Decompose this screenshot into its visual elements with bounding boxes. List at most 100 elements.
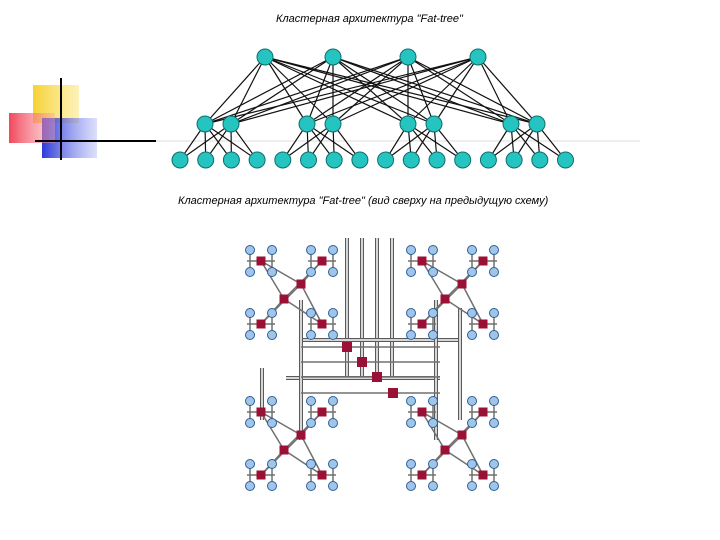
top-view-wire (260, 434, 302, 476)
top-view-host-node (489, 330, 499, 340)
top-view-edge-switch (478, 319, 488, 329)
fat-tree-title: Кластерная архитектура "Fat-tree" (276, 13, 463, 25)
tree-leaf-node (377, 151, 395, 169)
top-view-agg-switch (457, 279, 467, 289)
top-view-host-node (467, 308, 477, 318)
top-view-host-node (467, 267, 477, 277)
top-view-host-node (467, 481, 477, 491)
top-view-host-node (467, 459, 477, 469)
top-view-host-node (489, 418, 499, 428)
tree-leaf-node (248, 151, 266, 169)
top-view-host-node (428, 396, 438, 406)
fat-tree-top-view-title: Кластерная архитектура "Fat-tree" (вид с… (178, 195, 549, 207)
top-view-host-node (428, 308, 438, 318)
top-view-edge-switch (317, 256, 327, 266)
top-view-wire (283, 298, 323, 325)
tree-leaf-node (531, 151, 549, 169)
tree-link (204, 56, 266, 125)
top-view-edge-switch (317, 470, 327, 480)
tree-leaf-node (274, 151, 292, 169)
tree-mid-switch (528, 115, 546, 133)
top-view-wire (421, 411, 446, 451)
top-view-host-node (406, 330, 416, 340)
tree-mid-switch (222, 115, 240, 133)
tree-mid-switch (298, 115, 316, 133)
top-view-host-node (267, 396, 277, 406)
top-view-edge-switch (417, 470, 427, 480)
tree-link (332, 56, 435, 125)
top-view-edge-switch (417, 256, 427, 266)
top-view-host-node (328, 330, 338, 340)
top-view-host-node (406, 245, 416, 255)
tree-link (204, 56, 479, 125)
tree-link (230, 56, 479, 125)
top-view-host-node (428, 481, 438, 491)
top-view-core-switch (357, 357, 367, 367)
top-view-core-switch (388, 388, 398, 398)
top-view-host-node (467, 245, 477, 255)
top-view-host-node (306, 330, 316, 340)
top-view-host-node (267, 267, 277, 277)
top-view-edge-switch (256, 319, 266, 329)
tree-link (488, 123, 538, 161)
tree-leaf-node (300, 151, 317, 169)
tree-leaf-node (479, 151, 497, 169)
top-view-host-node (328, 481, 338, 491)
tree-link (407, 56, 538, 125)
top-view-wire (260, 411, 285, 451)
top-view-host-node (245, 459, 255, 469)
top-view-host-node (428, 245, 438, 255)
top-view-host-node (428, 330, 438, 340)
top-view-host-node (489, 396, 499, 406)
top-view-host-node (306, 418, 316, 428)
top-view-agg-switch (296, 430, 306, 440)
top-view-wire (300, 434, 323, 476)
top-view-host-node (267, 245, 277, 255)
tree-link (477, 56, 538, 125)
top-view-wire (260, 411, 302, 436)
top-view-host-node (428, 418, 438, 428)
tree-link (264, 56, 538, 125)
top-view-wire (421, 260, 463, 285)
top-view-host-node (267, 481, 277, 491)
top-view-agg-switch (296, 279, 306, 289)
top-view-host-node (467, 396, 477, 406)
tree-link (407, 56, 479, 125)
top-view-host-node (245, 308, 255, 318)
tree-leaf-node (325, 151, 343, 169)
tree-top-switch (324, 48, 342, 66)
tree-link (306, 56, 479, 125)
top-view-wire (444, 298, 484, 325)
top-view-host-node (267, 418, 277, 428)
tree-leaf-node (402, 151, 420, 169)
tree-link (282, 123, 334, 161)
tree-leaf-node (351, 151, 369, 169)
top-view-edge-switch (256, 407, 266, 417)
tree-top-switch (399, 48, 417, 66)
top-view-host-node (306, 308, 316, 318)
top-view-host-node (406, 481, 416, 491)
tree-mid-switch (425, 115, 443, 133)
top-view-wire (260, 260, 302, 285)
top-view-host-node (428, 459, 438, 469)
tree-leaf-node (505, 151, 523, 169)
top-view-wire (260, 283, 302, 325)
top-view-wire (260, 260, 285, 300)
top-view-wire (421, 260, 446, 300)
tree-link (332, 56, 479, 125)
top-view-host-node (406, 396, 416, 406)
tree-link (332, 56, 538, 125)
top-view-host-node (467, 418, 477, 428)
tree-link (264, 56, 435, 125)
top-view-wire (444, 449, 484, 476)
top-view-host-node (306, 245, 316, 255)
top-view-edge-switch (317, 319, 327, 329)
tree-link (433, 56, 479, 125)
tree-link (385, 123, 435, 161)
top-view-wire (300, 283, 323, 325)
top-view-host-node (245, 245, 255, 255)
tree-link (264, 56, 409, 125)
top-view-agg-switch (279, 294, 289, 304)
tree-link (407, 56, 435, 125)
